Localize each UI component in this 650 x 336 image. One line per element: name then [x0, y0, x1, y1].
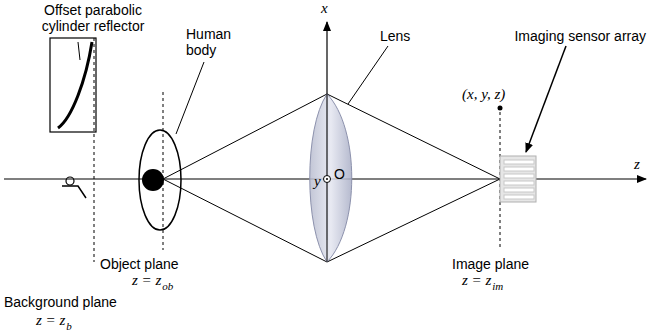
plane-equation: z = z [36, 312, 65, 328]
lens [310, 94, 352, 262]
origin-mark [324, 176, 331, 183]
part-label: Lens [380, 28, 410, 44]
parabolic-reflector [58, 42, 92, 128]
origin-dot [326, 178, 328, 180]
plane-label: Object plane [100, 256, 179, 272]
plane-label: Image plane [452, 256, 529, 272]
reflector-frame [50, 38, 96, 132]
leader-arrow [526, 46, 566, 152]
object-plane [163, 92, 164, 250]
rays [163, 94, 500, 262]
feed-mount [62, 186, 86, 198]
plane-equation: z = z [462, 272, 491, 288]
part-label: Imaging sensor array [514, 28, 646, 44]
subscript: ob [162, 278, 173, 294]
axis-label: x [321, 0, 328, 16]
leader-line [176, 62, 204, 134]
point-label: (x, y, z) [462, 86, 505, 102]
part-label: Offset parabolic cylinder reflector [28, 2, 158, 34]
feed [66, 177, 74, 185]
subscript: b [66, 318, 72, 334]
origin-label: O [334, 166, 345, 182]
background-plane [94, 38, 95, 262]
plane-equation: z = z [132, 272, 161, 288]
plane-label: Background plane [4, 294, 117, 310]
point-marker [498, 106, 503, 111]
concealed-object [142, 169, 164, 191]
part-label: Human body [186, 26, 232, 58]
human-body [139, 130, 181, 230]
sensor-array [500, 156, 536, 202]
subscript: im [492, 278, 503, 294]
axis-label: z [634, 156, 640, 172]
leader-line [348, 46, 388, 104]
axis-label: y [314, 173, 321, 189]
leader-line [78, 42, 80, 60]
